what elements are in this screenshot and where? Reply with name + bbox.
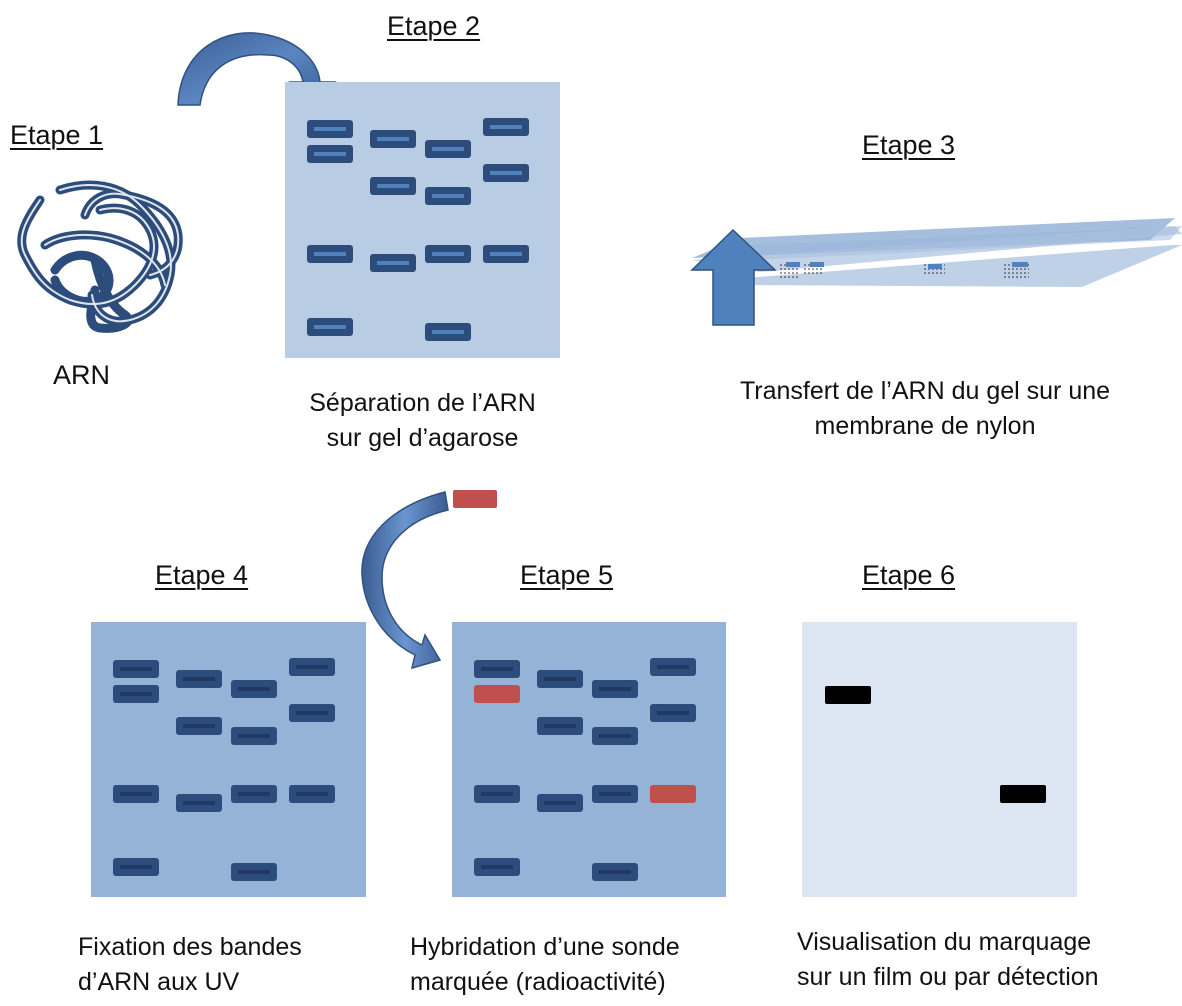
step2-caption: Séparation de l’ARN sur gel d’agarose xyxy=(270,386,575,456)
curved-arrow-probe-to-step5 xyxy=(361,491,449,670)
step5-title: Etape 5 xyxy=(520,560,614,590)
rna-band-core xyxy=(377,184,409,188)
rna-band-core xyxy=(120,692,152,696)
rna-band-core xyxy=(120,792,152,796)
rna-band-core xyxy=(599,792,631,796)
rna-band-core xyxy=(432,147,464,151)
rna-band-core xyxy=(314,127,346,131)
membrane-spots xyxy=(778,262,1029,278)
rna-band-core xyxy=(377,137,409,141)
hybridized-band xyxy=(650,785,696,803)
gel4-bands xyxy=(113,658,335,881)
step4-title: Etape 4 xyxy=(155,560,249,590)
step5-caption-line1: Hybridation d’une sonde xyxy=(410,933,680,961)
gel5-bands xyxy=(474,658,696,881)
step4-caption-line2: d’ARN aux UV xyxy=(78,968,240,996)
signal-band-2 xyxy=(1000,785,1046,803)
rna-band-core xyxy=(183,801,215,805)
rna-band-core xyxy=(481,667,513,671)
step3-caption-line2: membrane de nylon xyxy=(814,412,1036,440)
step4-caption: Fixation des bandes d’ARN aux UV xyxy=(78,930,302,1000)
rna-label: ARN xyxy=(53,360,111,390)
step3-caption: Transfert de l’ARN du gel sur une membra… xyxy=(690,374,1160,444)
rna-band-core xyxy=(296,711,328,715)
rna-band-core xyxy=(544,801,576,805)
step2-caption-line1: Séparation de l’ARN xyxy=(309,389,536,417)
rna-band-core xyxy=(238,687,270,691)
rna-band-core xyxy=(238,792,270,796)
film-step6 xyxy=(802,622,1077,897)
gel2-bands xyxy=(307,118,529,341)
rna-band-core xyxy=(432,194,464,198)
rna-band-core xyxy=(490,171,522,175)
rna-band-core xyxy=(432,252,464,256)
upward-arrow-icon xyxy=(690,228,777,326)
rna-band-core xyxy=(481,865,513,869)
step4-caption-line1: Fixation des bandes xyxy=(78,933,302,961)
rna-band-core xyxy=(657,665,689,669)
rna-band-core xyxy=(599,687,631,691)
step5-caption-line2: marquée (radioactivité) xyxy=(410,968,666,996)
step6-caption-line2: sur un film ou par détection xyxy=(797,963,1099,991)
rna-band-core xyxy=(314,325,346,329)
rna-band-core xyxy=(120,865,152,869)
rna-band-core xyxy=(183,677,215,681)
rna-band-core xyxy=(183,724,215,728)
step2-title: Etape 2 xyxy=(387,11,481,41)
step2-caption-line2: sur gel d’agarose xyxy=(326,424,519,452)
rna-band-core xyxy=(314,252,346,256)
step6-title: Etape 6 xyxy=(862,560,956,590)
rna-band-core xyxy=(599,870,631,874)
rna-band-core xyxy=(296,665,328,669)
rna-band-core xyxy=(238,734,270,738)
rna-band-core xyxy=(377,261,409,265)
step3-title: Etape 3 xyxy=(862,130,956,160)
rna-band-core xyxy=(657,711,689,715)
signal-band-1 xyxy=(825,686,871,704)
rna-band-core xyxy=(296,792,328,796)
rna-band-core xyxy=(544,677,576,681)
step5-caption: Hybridation d’une sonde marquée (radioac… xyxy=(410,930,680,1000)
step6-caption-line1: Visualisation du marquage xyxy=(797,928,1092,956)
rna-band-core xyxy=(238,870,270,874)
rna-highlight xyxy=(20,184,180,323)
rna-band-core xyxy=(314,152,346,156)
hybridized-band xyxy=(474,685,520,703)
step3-caption-line1: Transfert de l’ARN du gel sur une xyxy=(739,377,1111,405)
transfer-membrane xyxy=(692,218,1182,287)
rna-band-core xyxy=(481,792,513,796)
rna-band-core xyxy=(490,252,522,256)
rna-band-core xyxy=(599,734,631,738)
step6-caption: Visualisation du marquage sur un film ou… xyxy=(797,925,1099,995)
rna-band-core xyxy=(544,724,576,728)
step1-title: Etape 1 xyxy=(10,120,104,150)
rna-band-core xyxy=(432,330,464,334)
labeled-probe xyxy=(453,490,497,508)
rna-band-core xyxy=(120,667,152,671)
rna-band-core xyxy=(490,125,522,129)
